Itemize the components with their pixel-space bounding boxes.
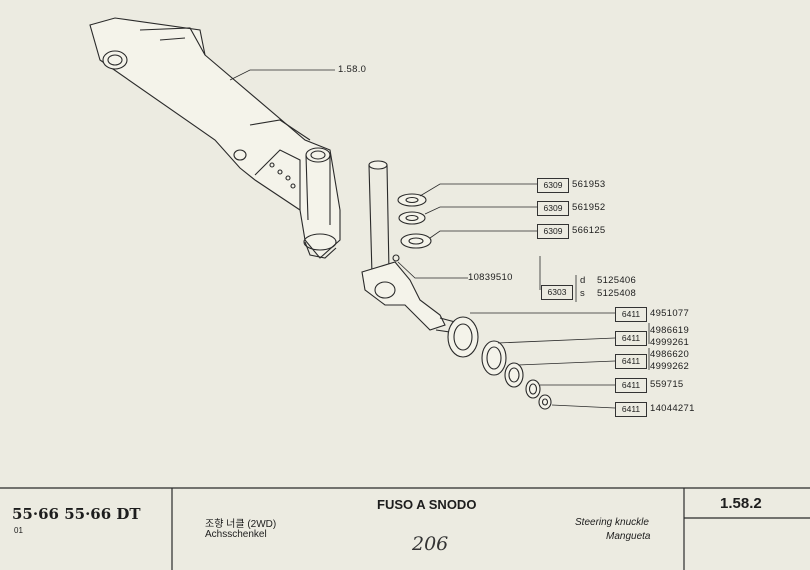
code-box: 6303 xyxy=(541,285,573,300)
part-number: 561952 xyxy=(572,202,606,213)
code-box: 6309 xyxy=(537,201,569,216)
title-spanish: Mangueta xyxy=(606,531,651,542)
variant-side: s xyxy=(580,288,586,299)
part-number: 561953 xyxy=(572,179,606,190)
part-number: 5125406 xyxy=(597,275,637,286)
code-box: 6411 xyxy=(615,307,647,322)
title-italian: FUSO A SNODO xyxy=(377,497,477,512)
code-box: 6411 xyxy=(615,402,647,417)
handwritten-page-number: 206 xyxy=(412,533,449,555)
part-number: 4999261 xyxy=(650,337,690,348)
code-box: 6411 xyxy=(615,331,647,346)
model-sub: 01 xyxy=(14,526,23,535)
code-box: 6411 xyxy=(615,378,647,393)
part-number: 4986619 xyxy=(650,325,690,336)
assembly-ref: 1.58.0 xyxy=(338,64,367,75)
part-number: 5125408 xyxy=(597,288,637,299)
part-number: 4999262 xyxy=(650,361,690,372)
part-number: 4986620 xyxy=(650,349,690,360)
part-number: 566125 xyxy=(572,225,606,236)
title-english: Steering knuckle xyxy=(575,517,649,528)
part-number: 4951077 xyxy=(650,308,690,319)
part-number: 10839510 xyxy=(468,272,513,283)
title-korean: 조향 너클 (2WD) xyxy=(205,519,277,530)
title-german: Achsschenkel xyxy=(205,529,267,540)
model-list: 55·66 55·66 DT xyxy=(12,505,141,523)
page-code: 1.58.2 xyxy=(720,495,762,512)
code-box: 6411 xyxy=(615,354,647,369)
part-number: 14044271 xyxy=(650,403,695,414)
code-box: 6309 xyxy=(537,224,569,239)
part-number: 559715 xyxy=(650,379,684,390)
code-box: 6309 xyxy=(537,178,569,193)
variant-side: d xyxy=(580,275,586,286)
